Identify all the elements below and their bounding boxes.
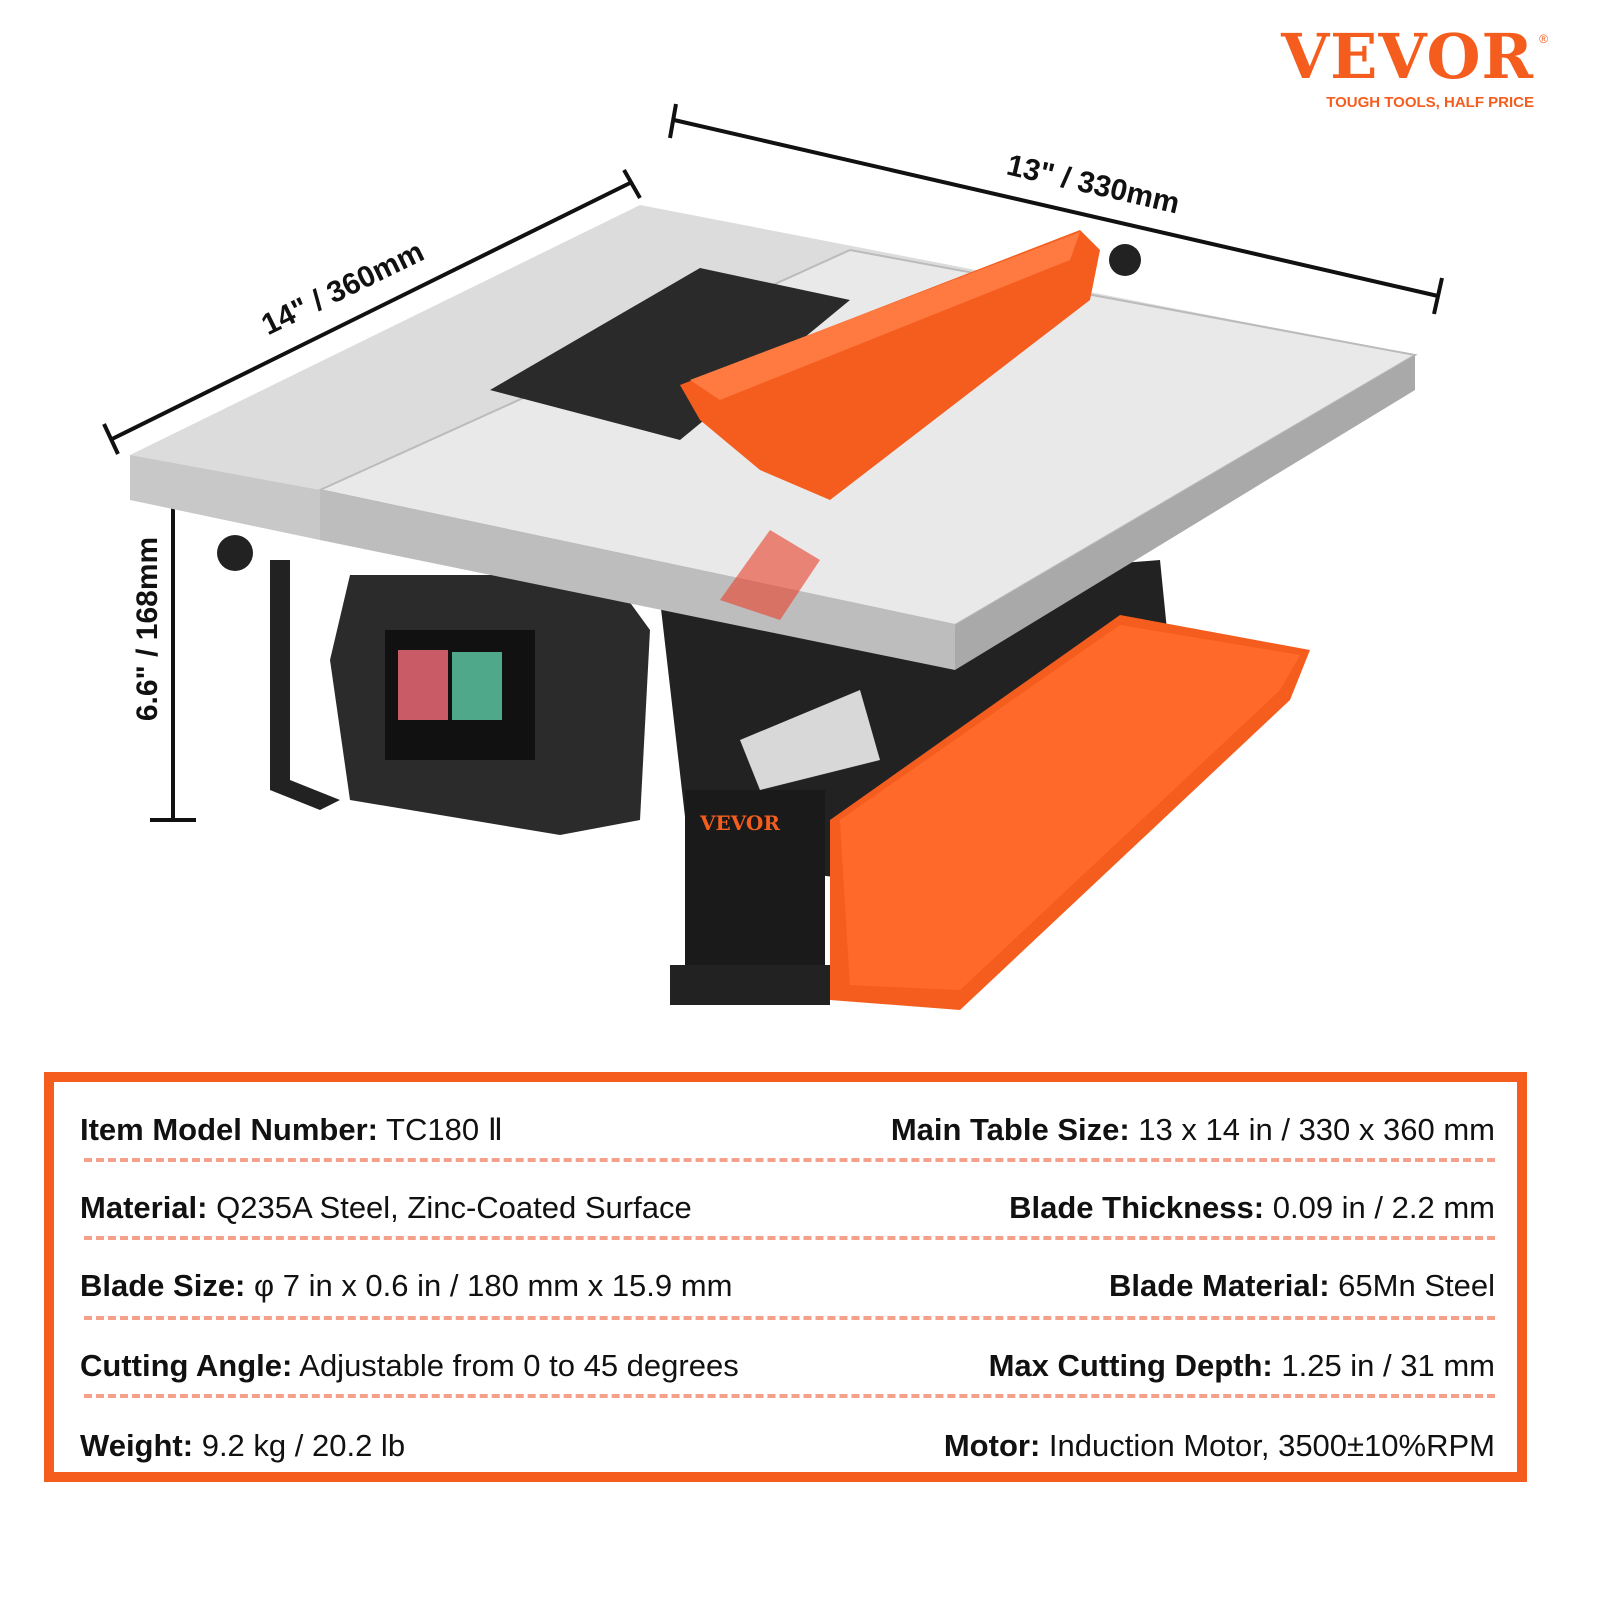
spec-right: Motor: Induction Motor, 3500±10%RPM (943, 1428, 1495, 1463)
angle-scale (740, 690, 880, 790)
spec-left: Weight: 9.2 kg / 20.2 lb (80, 1428, 406, 1463)
spec-right: Blade Thickness: 0.09 in / 2.2 mm (1009, 1190, 1495, 1225)
spec-row: Weight: 9.2 kg / 20.2 lb Motor: Inductio… (80, 1426, 1495, 1466)
rip-fence-block (490, 268, 850, 440)
spec-left: Cutting Angle: Adjustable from 0 to 45 d… (80, 1348, 739, 1383)
spec-left: Material: Q235A Steel, Zinc-Coated Surfa… (80, 1190, 692, 1225)
spec-row: Cutting Angle: Adjustable from 0 to 45 d… (80, 1346, 1495, 1386)
saw-foot (670, 965, 830, 1005)
spec-right: Max Cutting Depth: 1.25 in / 31 mm (988, 1348, 1495, 1383)
spec-table: Item Model Number: TC180 Ⅱ Main Table Si… (44, 1072, 1527, 1482)
spec-row: Blade Size: φ 7 in x 0.6 in / 180 mm x 1… (80, 1266, 1495, 1306)
brand-logo: VEVOR ® TOUGH TOOLS, HALF PRICE (1281, 20, 1548, 112)
tile-saw-illustration: VEVOR (102, 103, 1444, 1010)
blade-guard (680, 230, 1100, 500)
spec-left: Blade Size: φ 7 in x 0.6 in / 180 mm x 1… (80, 1268, 733, 1303)
off-button[interactable] (398, 650, 448, 720)
spec-row: Material: Q235A Steel, Zinc-Coated Surfa… (80, 1188, 1495, 1228)
spec-right: Main Table Size: 13 x 14 in / 330 x 360 … (890, 1112, 1495, 1147)
separator (84, 1158, 1495, 1162)
registered-mark: ® (1539, 32, 1548, 46)
separator (84, 1394, 1495, 1398)
separator (84, 1236, 1495, 1240)
logo-tagline: TOUGH TOOLS, HALF PRICE (1326, 94, 1534, 111)
motor-housing (270, 560, 650, 835)
fence-lock-knob[interactable] (217, 535, 253, 571)
angle-knob[interactable] (704, 674, 736, 706)
svg-text:VEVOR: VEVOR (699, 811, 780, 835)
spec-left: Item Model Number: TC180 Ⅱ (80, 1112, 503, 1147)
product-label (685, 790, 825, 970)
height-dimension-label: 6.6" / 168mm (131, 536, 165, 722)
spec-row: Item Model Number: TC180 Ⅱ Main Table Si… (80, 1110, 1495, 1150)
on-button[interactable] (452, 652, 502, 720)
separator (84, 1316, 1495, 1320)
spec-right: Blade Material: 65Mn Steel (1109, 1268, 1495, 1303)
guard-knob[interactable] (1109, 244, 1141, 276)
logo-wordmark: VEVOR (1281, 20, 1534, 93)
